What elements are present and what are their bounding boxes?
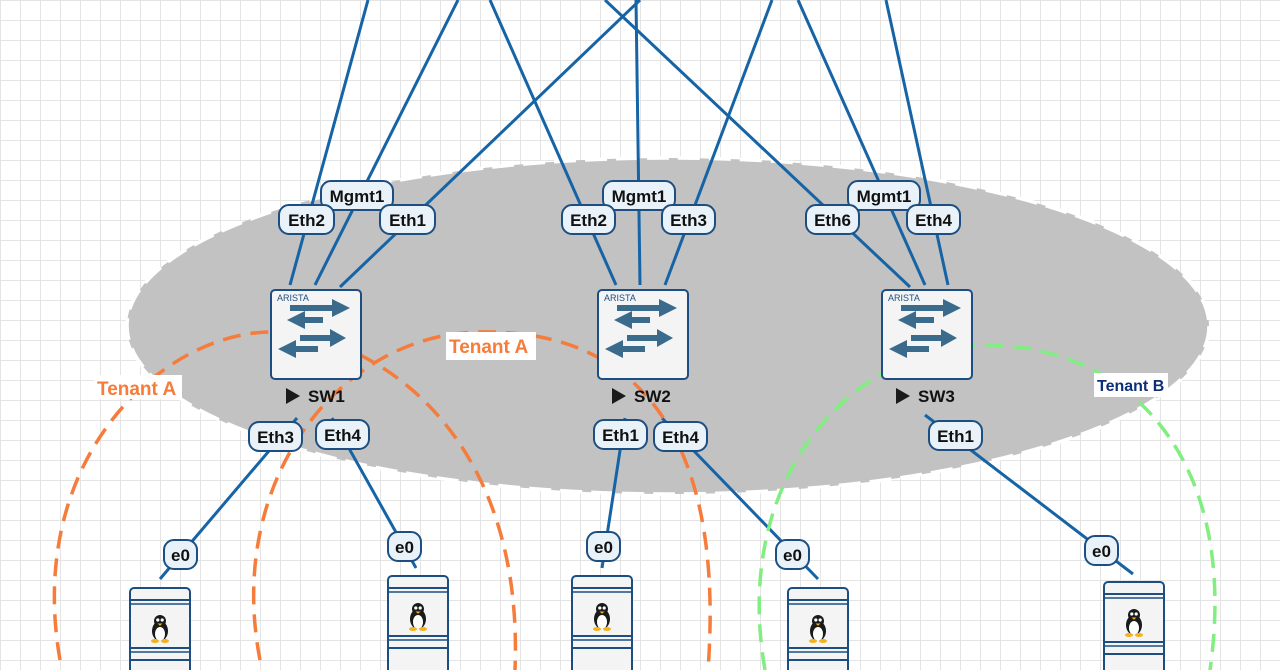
port-label: Mgmt1	[857, 187, 912, 206]
port-label: Mgmt1	[612, 187, 667, 206]
link-sw1-eth2	[288, 0, 370, 286]
link-sw2-mgmt1	[634, 0, 642, 286]
switch-arrows-icon	[605, 299, 677, 358]
switch-arrows-icon	[278, 299, 350, 358]
link-sw1-mgmt1	[313, 0, 460, 286]
port-sw3-eth4[interactable]: Eth4	[906, 204, 961, 235]
switch-sw1-name: SW1	[308, 387, 345, 406]
link-sw1-eth1	[338, 0, 642, 289]
play-triangle-icon	[612, 388, 626, 404]
tenant-a-label-bg-left	[94, 375, 182, 399]
port-sw1-eth1[interactable]: Eth1	[379, 204, 436, 235]
port-sw1-eth2[interactable]: Eth2	[278, 204, 335, 235]
port-label: e0	[1092, 542, 1111, 561]
port-sw1-mgmt1[interactable]: Mgmt1	[320, 180, 394, 211]
port-label: e0	[171, 546, 190, 565]
link-sw2-eth2	[488, 0, 618, 286]
port-label: Eth1	[937, 427, 974, 446]
link-sw3-eth4	[884, 0, 950, 286]
port-sw1-eth4[interactable]: Eth4	[315, 419, 370, 450]
port-host2-e0[interactable]: e0	[387, 531, 422, 562]
port-host3-e0[interactable]: e0	[586, 531, 621, 562]
switch-sw2-name: SW2	[634, 387, 671, 406]
play-triangle-icon	[286, 388, 300, 404]
switch-sw1-brand: ARISTA	[277, 293, 309, 303]
link-sw3-eth6	[603, 0, 912, 289]
tenant-b-label-bg	[1094, 373, 1168, 397]
port-label: Eth1	[602, 426, 639, 445]
port-label: Eth2	[288, 211, 325, 230]
host-1[interactable]	[129, 587, 191, 670]
port-sw2-eth3[interactable]: Eth3	[661, 204, 716, 235]
switch-arrows-icon	[889, 299, 961, 358]
port-sw2-mgmt1[interactable]: Mgmt1	[602, 180, 676, 211]
switch-sw3-name: SW3	[918, 387, 955, 406]
tenant-b-ring	[757, 343, 1217, 670]
port-label: Eth2	[570, 211, 607, 230]
port-sw2-eth4[interactable]: Eth4	[653, 421, 708, 452]
host-4[interactable]	[787, 587, 849, 670]
switch-sw3[interactable]: ARISTA SW3	[881, 289, 973, 406]
switch-sw1-body[interactable]	[270, 289, 362, 380]
port-label: Eth4	[662, 428, 699, 447]
tenant-a-label-bg-mid	[446, 332, 536, 360]
port-sw3-eth6[interactable]: Eth6	[805, 204, 860, 235]
port-host1-e0[interactable]: e0	[163, 539, 198, 570]
port-label: Mgmt1	[330, 187, 385, 206]
play-triangle-icon	[896, 388, 910, 404]
switch-sw2[interactable]: ARISTA SW2	[597, 289, 689, 406]
port-sw2-eth1[interactable]: Eth1	[593, 419, 648, 450]
port-sw1-eth3[interactable]: Eth3	[248, 421, 303, 452]
host-5[interactable]	[1103, 581, 1165, 670]
port-label: Eth6	[814, 211, 851, 230]
link-sw2-eth3	[663, 0, 774, 286]
port-label: e0	[783, 546, 802, 565]
switch-sw3-body[interactable]	[881, 289, 973, 380]
switch-sw2-brand: ARISTA	[604, 293, 636, 303]
host-3[interactable]	[571, 575, 633, 670]
port-label: Eth3	[670, 211, 707, 230]
switch-sw3-brand: ARISTA	[888, 293, 920, 303]
port-label: Eth3	[257, 428, 294, 447]
tenant-a-ring-mid	[251, 330, 712, 670]
tenant-b-label: Tenant B	[1097, 378, 1164, 395]
port-sw3-eth1[interactable]: Eth1	[928, 420, 983, 451]
tenant-a-ring-left	[52, 330, 518, 670]
port-label: e0	[395, 538, 414, 557]
port-label: e0	[594, 538, 613, 557]
port-label: Eth4	[324, 426, 361, 445]
tenant-a-label-left: Tenant A	[97, 379, 176, 400]
port-host4-e0[interactable]: e0	[775, 539, 810, 570]
switch-sw2-body[interactable]	[597, 289, 689, 380]
port-sw3-mgmt1[interactable]: Mgmt1	[847, 180, 921, 211]
port-sw2-eth2[interactable]: Eth2	[561, 204, 616, 235]
switch-sw1[interactable]: ARISTA SW1	[270, 289, 362, 406]
link-sw3-mgmt1	[796, 0, 927, 286]
port-label: Eth1	[389, 211, 426, 230]
host-2[interactable]	[387, 575, 449, 670]
port-host5-e0[interactable]: e0	[1084, 535, 1119, 566]
tenant-a-label-mid: Tenant A	[449, 337, 528, 358]
port-label: Eth4	[915, 211, 952, 230]
